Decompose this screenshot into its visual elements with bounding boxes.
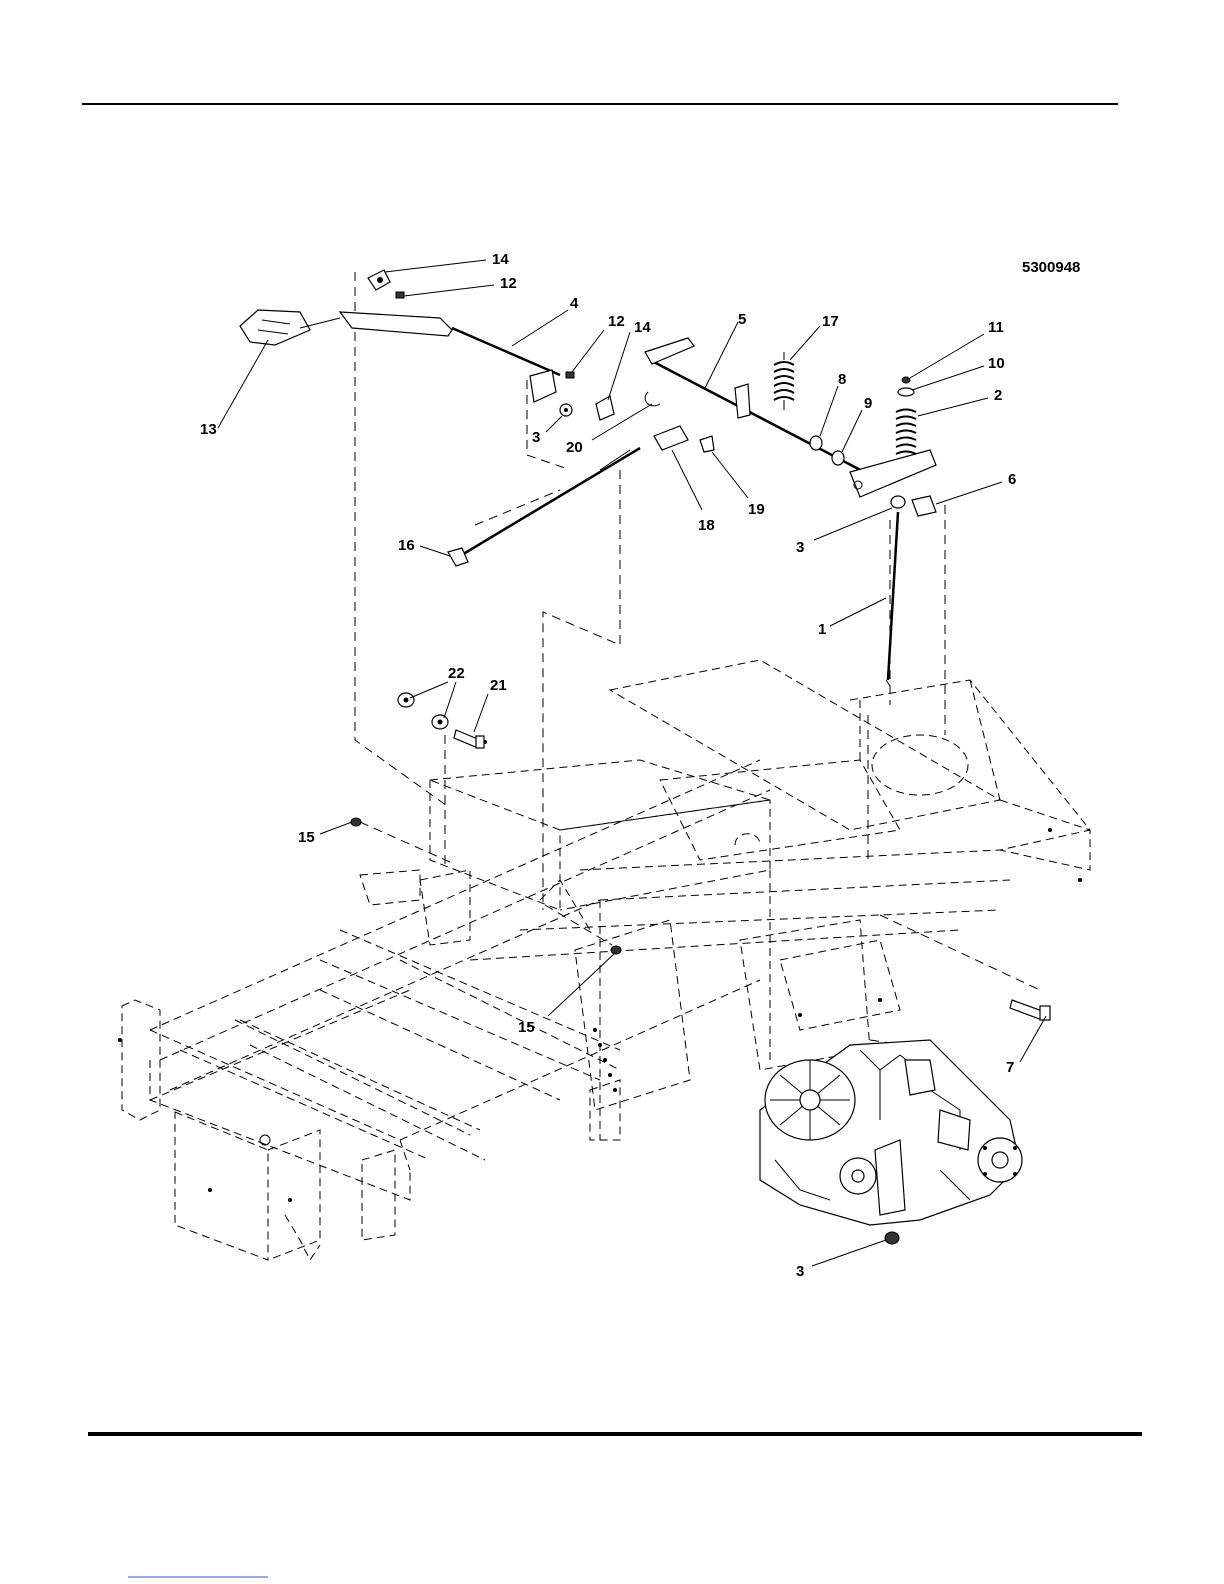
callout-8: 8 bbox=[838, 371, 846, 388]
callout-3: 3 bbox=[796, 1263, 804, 1280]
callout-17: 17 bbox=[822, 313, 839, 330]
callout-14: 14 bbox=[492, 251, 509, 268]
callout-10: 10 bbox=[988, 355, 1005, 372]
callout-14: 14 bbox=[634, 319, 651, 336]
callout-16: 16 bbox=[398, 537, 415, 554]
callout-12: 12 bbox=[608, 313, 625, 330]
cross-shaft-assembly bbox=[645, 338, 936, 516]
callout-15: 15 bbox=[518, 1019, 535, 1036]
callout-19: 19 bbox=[748, 501, 765, 518]
control-rods bbox=[448, 448, 898, 686]
callout-2: 2 bbox=[994, 387, 1002, 404]
callout-20: 20 bbox=[566, 439, 583, 456]
drawing-id: 5300948 bbox=[1022, 259, 1080, 276]
callout-5: 5 bbox=[738, 311, 746, 328]
callout-22: 22 bbox=[448, 665, 465, 682]
callout-3: 3 bbox=[796, 539, 804, 556]
callout-3: 3 bbox=[532, 429, 540, 446]
callout-11: 11 bbox=[988, 319, 1004, 336]
callout-13: 13 bbox=[200, 421, 217, 438]
callout-7: 7 bbox=[1006, 1059, 1014, 1076]
callout-21: 21 bbox=[490, 677, 507, 694]
transaxle-unit bbox=[760, 1040, 1022, 1225]
callout-12: 12 bbox=[500, 275, 517, 292]
callout-1: 1 bbox=[818, 621, 826, 638]
brake-pedal-assembly bbox=[240, 270, 660, 420]
callout-6: 6 bbox=[1008, 471, 1016, 488]
callout-4: 4 bbox=[570, 295, 579, 312]
callout-18: 18 bbox=[698, 517, 715, 534]
alignment-lines bbox=[355, 272, 1040, 1050]
callout-15: 15 bbox=[298, 829, 315, 846]
callout-9: 9 bbox=[864, 395, 872, 412]
